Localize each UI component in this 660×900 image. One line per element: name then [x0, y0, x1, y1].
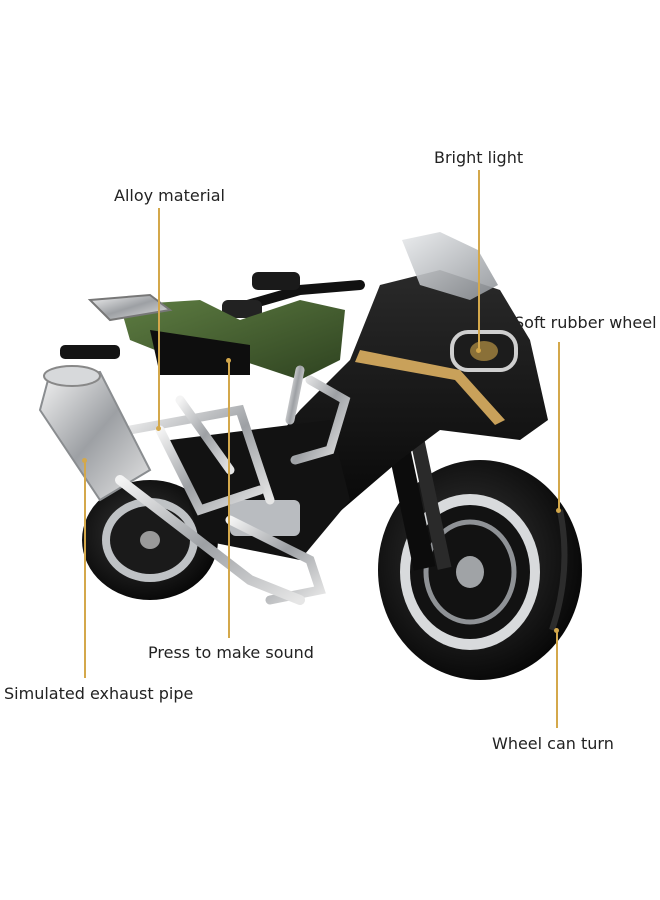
leader-line-simulated-exhaust-pipe: [84, 460, 86, 678]
leader-dot-alloy-material: [156, 426, 161, 431]
leader-line-bright-light: [478, 170, 480, 350]
exhaust-pipe: [38, 365, 305, 605]
leader-line-press-to-make-sound: [228, 360, 230, 638]
leader-line-soft-rubber-wheel: [558, 342, 560, 510]
leader-line-alloy-material: [158, 208, 160, 430]
leader-dot-wheel-can-turn: [554, 628, 559, 633]
callout-wheel-can-turn: Wheel can turn: [492, 734, 614, 753]
callout-press-to-make-sound: Press to make sound: [148, 643, 314, 662]
callout-alloy-material: Alloy material: [114, 186, 225, 205]
leader-dot-soft-rubber-wheel: [556, 508, 561, 513]
callout-simulated-exhaust-pipe: Simulated exhaust pipe: [4, 684, 194, 703]
leader-dot-simulated-exhaust-pipe: [82, 458, 87, 463]
leader-line-wheel-can-turn: [556, 630, 558, 728]
leader-dot-press-to-make-sound: [226, 358, 231, 363]
callout-bright-light: Bright light: [434, 148, 524, 167]
callout-soft-rubber-wheel: Soft rubber wheel: [514, 313, 657, 332]
leader-dot-bright-light: [476, 348, 481, 353]
